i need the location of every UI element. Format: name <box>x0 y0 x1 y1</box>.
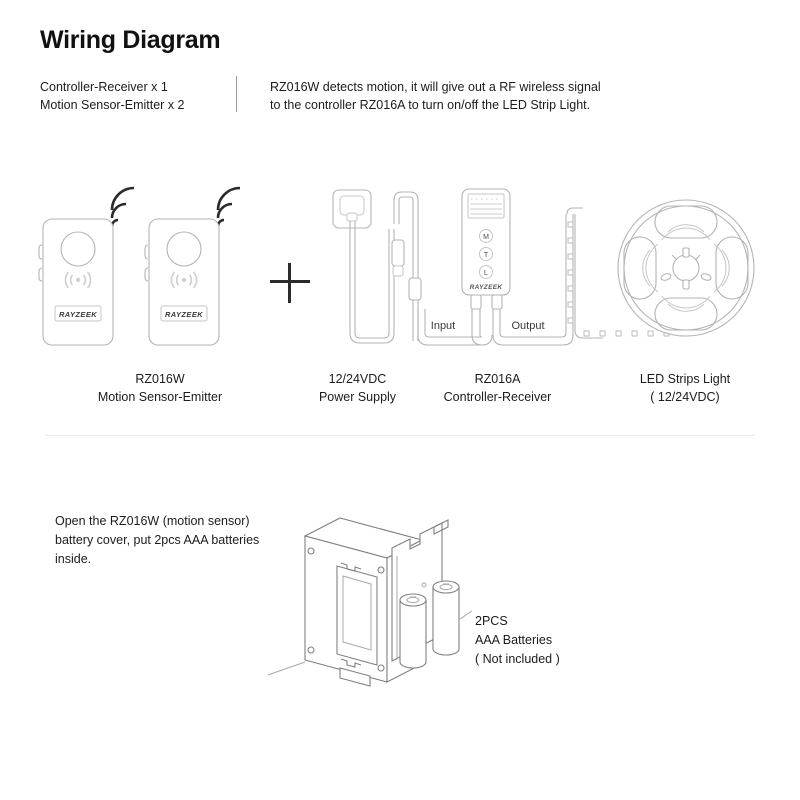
motion-sensor-1: RAYZEEK <box>38 186 135 346</box>
caption-power-name: Power Supply <box>318 390 397 404</box>
led-strip-reel <box>566 199 755 339</box>
caption-led-strip: LED Strips Light ( 12/24VDC) <box>600 370 770 406</box>
led-chips-tail <box>567 221 574 324</box>
description-text: RZ016W detects motion, it will give out … <box>270 78 690 114</box>
caption-controller-model: RZ016A <box>474 372 521 386</box>
plus-separator-icon <box>270 263 310 303</box>
aaa-battery-2 <box>432 580 460 656</box>
controller-button-l: L <box>484 270 488 277</box>
controller-label-microtext <box>470 198 502 215</box>
controller-unit: M T L RAYZEEK <box>417 188 574 346</box>
battery-instruction-line-3: inside. <box>55 552 92 566</box>
label-input: Input <box>430 320 456 332</box>
motion-sensor-2: RAYZEEK <box>144 186 241 346</box>
callout-quantity: 2PCS <box>475 614 508 628</box>
aaa-battery-1 <box>399 593 427 669</box>
caption-sensor-name: Motion Sensor-Emitter <box>97 390 223 404</box>
caption-sensor-model: RZ016W <box>135 372 185 386</box>
section-divider <box>45 435 755 436</box>
wireless-glyph-2 <box>170 271 198 289</box>
spec-line-controller: Controller-Receiver x 1 <box>40 80 168 94</box>
caption-led-name: LED Strips Light <box>639 372 731 386</box>
header-vertical-divider <box>236 76 237 112</box>
caption-controller: RZ016A Controller-Receiver <box>420 370 575 406</box>
callout-type: AAA Batteries <box>475 633 553 647</box>
sensor-brand-1: RAYZEEK <box>59 310 97 319</box>
battery-instruction-text: Open the RZ016W (motion sensor) battery … <box>55 512 285 569</box>
description-line-1: RZ016W detects motion, it will give out … <box>270 80 601 94</box>
battery-callout-text: 2PCS AAA Batteries ( Not included ) <box>475 612 635 669</box>
sensor-brand-2: RAYZEEK <box>165 310 203 319</box>
caption-controller-name: Controller-Receiver <box>443 390 552 404</box>
controller-brand: RAYZEEK <box>470 284 504 291</box>
controller-button-t: T <box>484 252 489 259</box>
ground-leader-lines <box>267 610 473 676</box>
power-supply-unit <box>332 189 422 344</box>
caption-power-voltage: 12/24VDC <box>328 372 387 386</box>
description-line-2: to the controller RZ016A to turn on/off … <box>270 98 591 112</box>
callout-note: ( Not included ) <box>475 652 560 666</box>
battery-instruction-line-2: battery cover, put 2pcs AAA batteries <box>55 533 260 547</box>
battery-instruction-line-1: Open the RZ016W (motion sensor) <box>55 514 250 528</box>
caption-led-voltage: ( 12/24VDC) <box>650 390 720 404</box>
caption-power-supply: 12/24VDC Power Supply <box>295 370 420 406</box>
wireless-glyph-1 <box>64 271 92 289</box>
spec-list: Controller-Receiver x 1 Motion Sensor-Em… <box>40 78 185 114</box>
controller-button-m: M <box>483 234 489 241</box>
page-title: Wiring Diagram <box>40 26 221 54</box>
spec-line-sensor: Motion Sensor-Emitter x 2 <box>40 98 185 112</box>
top-diagram-svg: .ln { fill:none; stroke:#b4b4b4; stroke-… <box>38 186 755 346</box>
caption-motion-sensor: RZ016W Motion Sensor-Emitter <box>60 370 260 406</box>
label-output: Output <box>511 320 545 332</box>
